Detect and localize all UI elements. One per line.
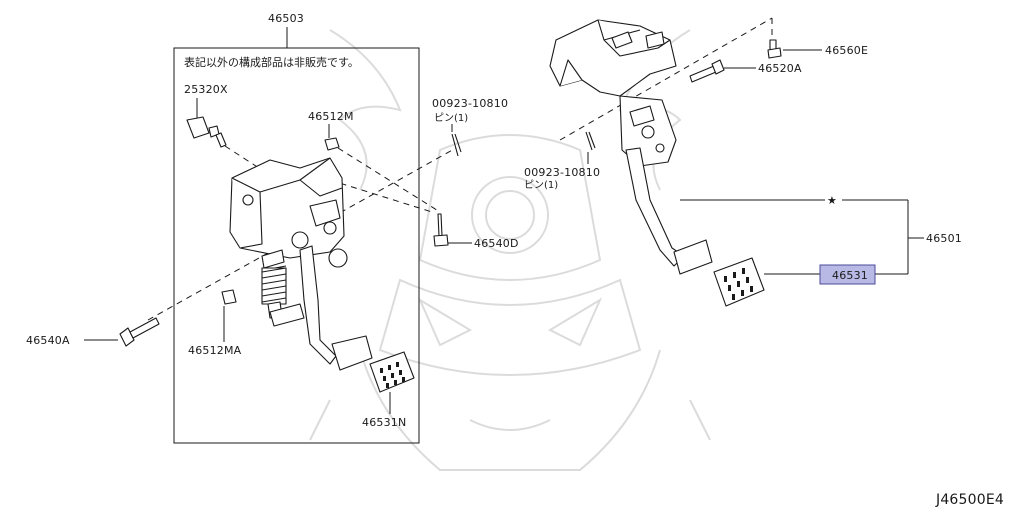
part-label-46512M[interactable]: 46512M — [308, 110, 354, 123]
part-label-46512MA[interactable]: 46512MA — [188, 344, 242, 357]
bolt-46540A-drawing — [119, 317, 160, 347]
pedal-pad-46531N-drawing — [369, 351, 415, 393]
pedal-pad-46531-drawing — [713, 257, 765, 307]
diagram-code: J46500E4 — [935, 492, 1004, 508]
bolt-46520A-drawing — [689, 59, 725, 83]
part-sub-00923-10810-b: ピン(1) — [524, 179, 558, 191]
box-note: 表記以外の構成部品は非販売です。 — [184, 55, 359, 69]
part-label-46520A[interactable]: 46520A — [758, 62, 802, 75]
dash-46540D — [329, 179, 433, 213]
bolt-46560E-drawing — [767, 39, 782, 59]
dash-46512M — [337, 147, 441, 213]
pin-a-drawing — [451, 133, 462, 157]
star-marker: ★ — [827, 194, 837, 207]
bolt-46540D-drawing — [433, 213, 449, 247]
dash-25320X — [224, 145, 263, 171]
highlight-46531 — [819, 264, 876, 285]
pedal-assembly-left-drawing — [229, 157, 373, 371]
pivot-axis-right — [559, 17, 773, 141]
assembly-box-46503 — [173, 47, 420, 444]
part-label-00923-10810-b[interactable]: 00923-10810 — [524, 166, 600, 179]
switch-25320X-drawing — [186, 116, 227, 148]
clip-46512MA-drawing — [221, 289, 237, 305]
pedal-assembly-right-drawing — [549, 19, 713, 275]
part-label-25320X[interactable]: 25320X — [184, 83, 228, 96]
part-sub-00923-10810-a: ピン(1) — [434, 112, 468, 124]
watermark-emblem — [309, 29, 711, 471]
part-label-46503[interactable]: 46503 — [268, 12, 304, 25]
clip-46512M-drawing — [324, 137, 340, 151]
part-label-46501[interactable]: 46501 — [926, 232, 962, 245]
part-label-00923-10810-a[interactable]: 00923-10810 — [432, 97, 508, 110]
part-label-46540D[interactable]: 46540D — [474, 237, 519, 250]
part-label-46531N[interactable]: 46531N — [362, 416, 406, 429]
part-label-46531[interactable]: 46531 — [832, 269, 868, 282]
pin-b-drawing — [585, 131, 596, 151]
part-label-46560E[interactable]: 46560E — [825, 44, 868, 57]
part-label-46540A[interactable]: 46540A — [26, 334, 70, 347]
